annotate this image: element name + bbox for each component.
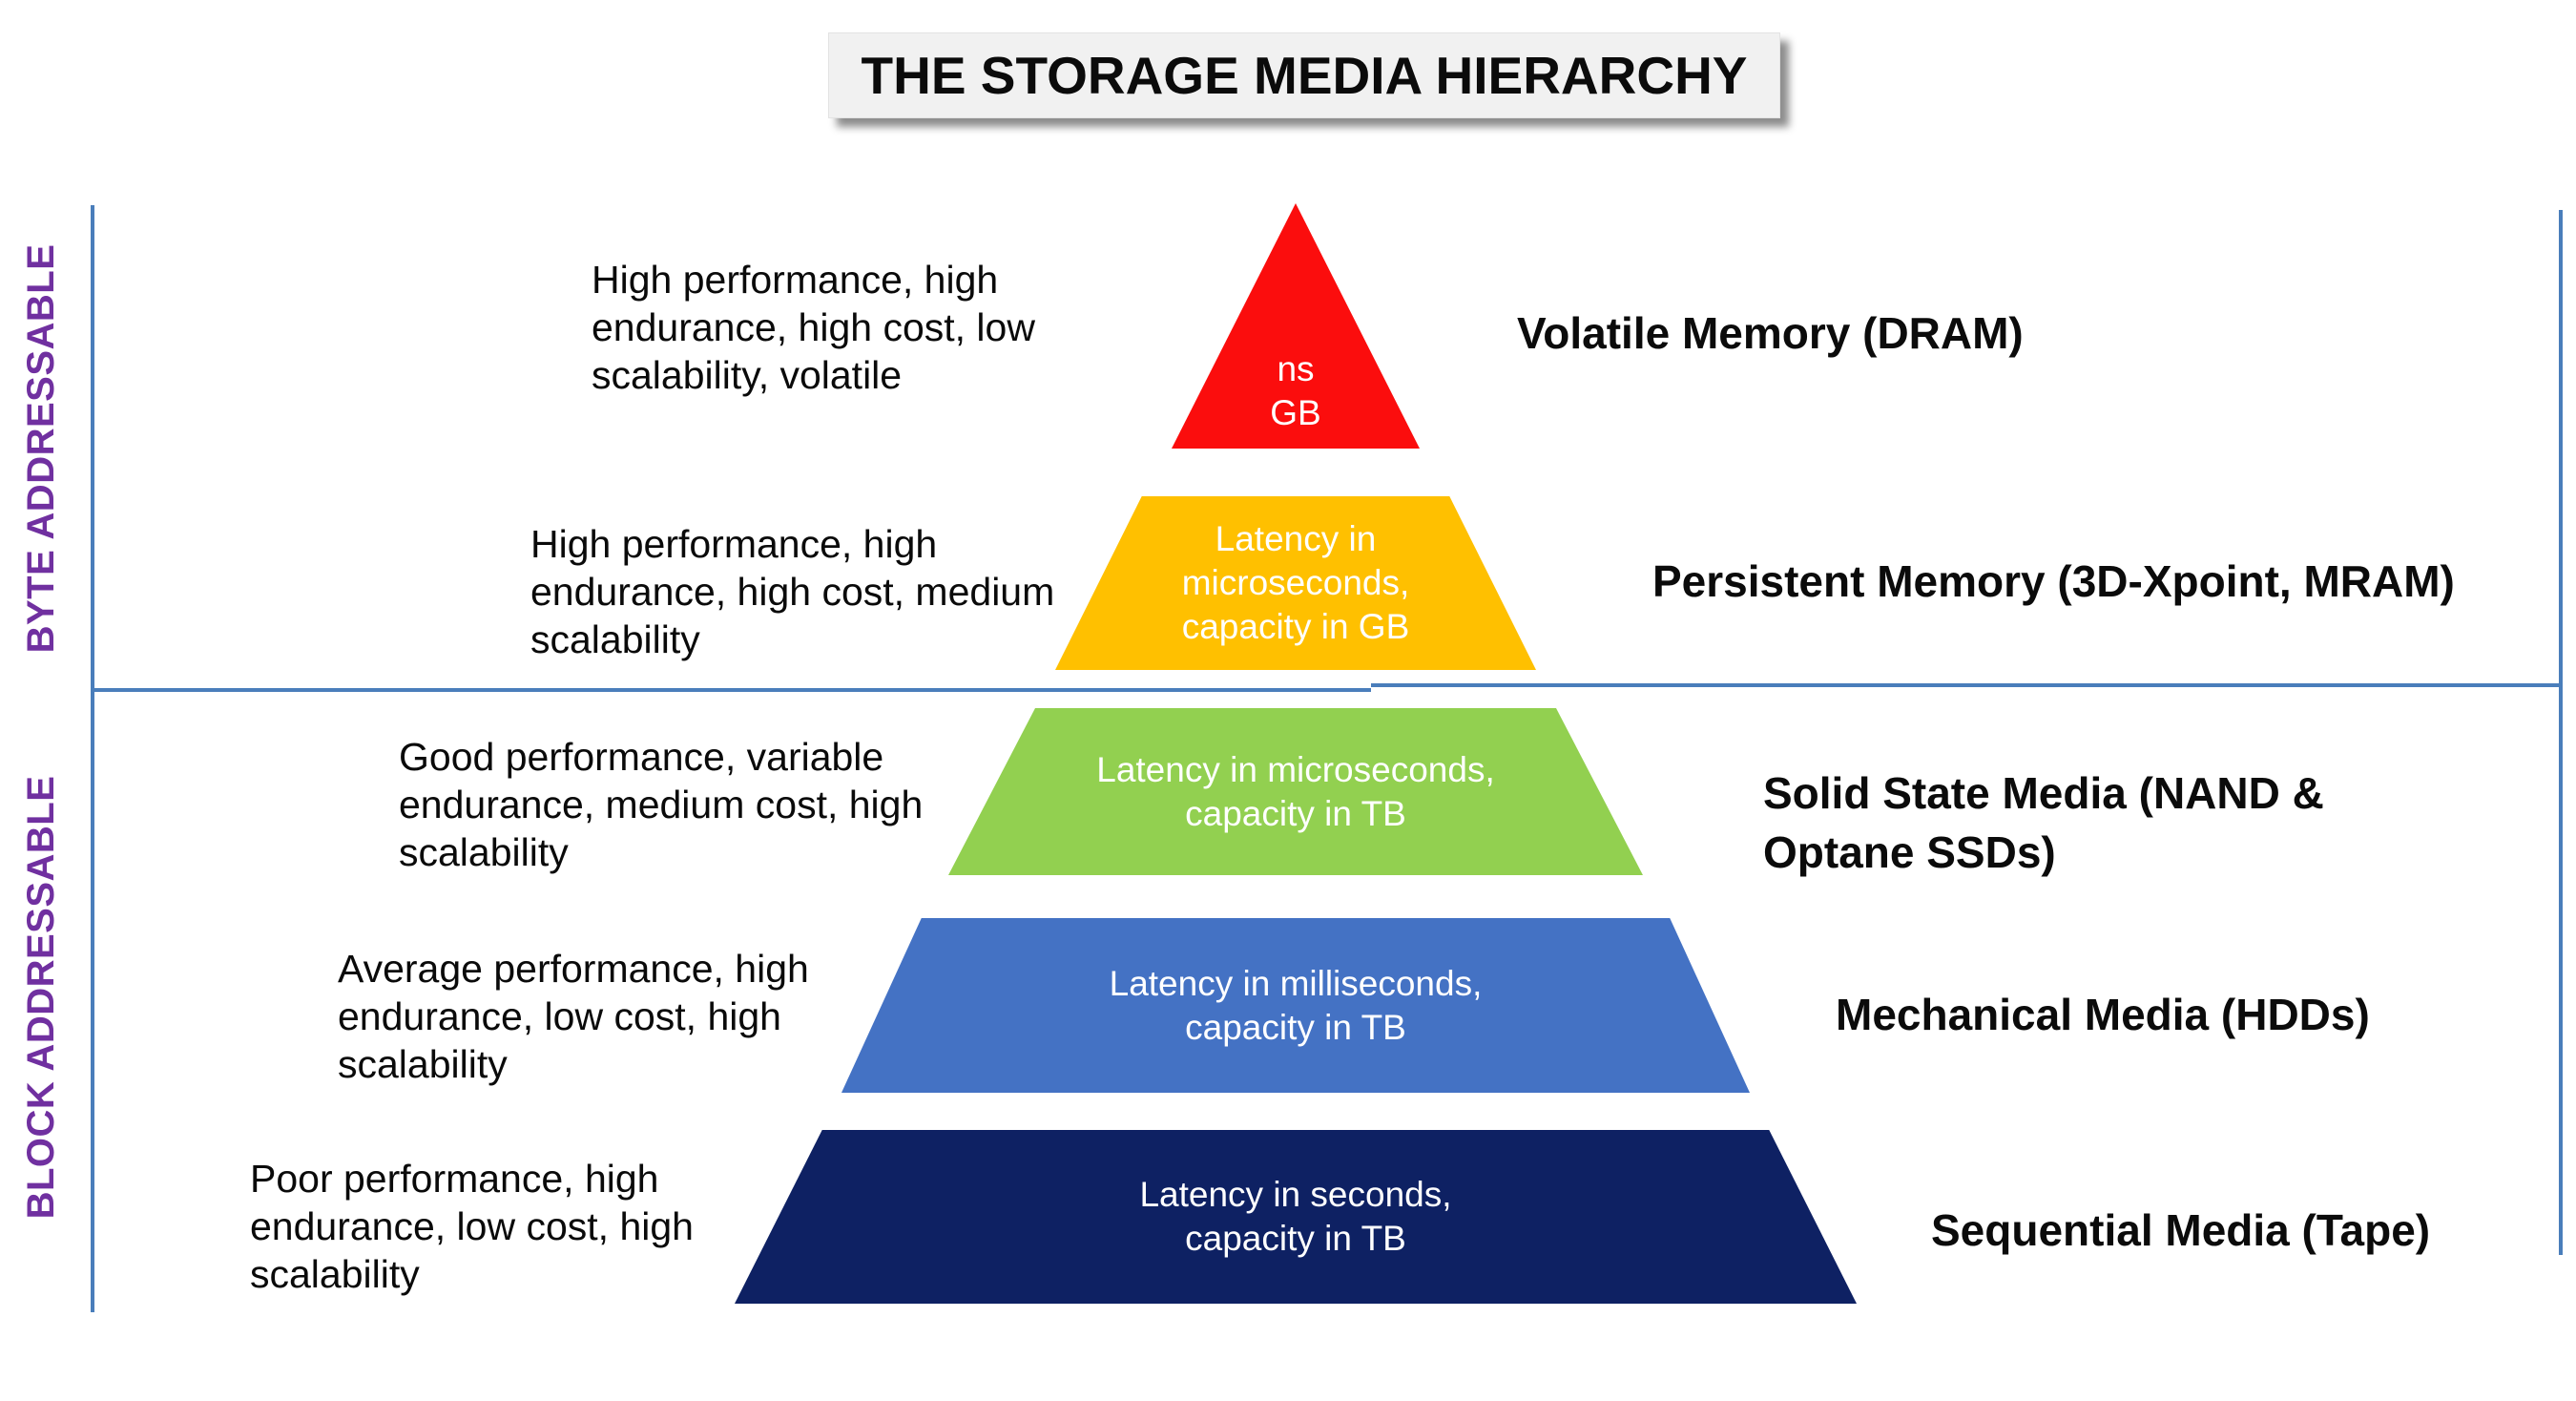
description-line: High performance, high — [592, 258, 999, 302]
shape-text-line: Latency in — [1215, 519, 1377, 558]
shape-text-line: capacity in TB — [1185, 1219, 1406, 1258]
description-line: scalability — [399, 830, 569, 874]
description-line: endurance, low cost, high — [338, 994, 781, 1038]
shape-text-line: GB — [1270, 393, 1321, 432]
persistent-memory-description: High performance, high endurance, high c… — [530, 520, 1054, 663]
pyramid-level-solid-state: Latency in microseconds, capacity in TB — [948, 708, 1643, 875]
level-name-line: Sequential Media (Tape) — [1931, 1205, 2431, 1255]
shape-text-line: Latency in microseconds, — [1096, 749, 1495, 789]
description-line: High performance, high — [530, 522, 938, 566]
title-box: THE STORAGE MEDIA HIERARCHY — [828, 32, 1780, 118]
shape-text-line: Latency in milliseconds, — [1109, 963, 1483, 1003]
description-line: Poor performance, high — [250, 1157, 659, 1201]
solid-state-description: Good performance, variable endurance, me… — [399, 733, 923, 876]
description-line: Average performance, high — [338, 947, 809, 991]
dram-level-name: Volatile Memory (DRAM) — [1517, 303, 2024, 363]
level-name-line: Optane SSDs) — [1763, 827, 2056, 877]
pyramid-level-sequential: Latency in seconds, capacity in TB — [735, 1130, 1857, 1304]
description-line: endurance, low cost, high — [250, 1204, 694, 1248]
byte-block-divider-line-left — [93, 688, 1371, 692]
description-line: endurance, high cost, medium — [530, 570, 1055, 614]
dram-description: High performance, high endurance, high c… — [592, 256, 1035, 399]
mechanical-level-name: Mechanical Media (HDDs) — [1836, 985, 2370, 1044]
block-addressable-label: BLOCK ADDRESSABLE — [20, 775, 62, 1220]
mechanical-description: Average performance, high endurance, low… — [338, 945, 809, 1088]
page-title: THE STORAGE MEDIA HIERARCHY — [861, 46, 1748, 105]
shape-text-line: capacity in TB — [1185, 793, 1406, 833]
persistent-memory-level-name: Persistent Memory (3D-Xpoint, MRAM) — [1652, 552, 2455, 611]
description-line: scalability — [250, 1252, 420, 1296]
description-line: endurance, high cost, low — [592, 305, 1035, 349]
shape-text-line: ns — [1277, 349, 1315, 388]
solid-state-level-name: Solid State Media (NAND & Optane SSDs) — [1763, 763, 2324, 882]
byte-addressable-label: BYTE ADDRESSABLE — [20, 243, 62, 654]
pyramid-level-dram-triangle: ns GB — [1172, 203, 1420, 449]
shape-text-line: microseconds, — [1181, 563, 1410, 602]
shape-text-line: capacity in TB — [1185, 1007, 1406, 1047]
pyramid-level-mechanical: Latency in milliseconds, capacity in TB — [841, 918, 1750, 1093]
description-line: Good performance, variable — [399, 735, 884, 779]
level-name-line: Mechanical Media (HDDs) — [1836, 990, 2370, 1039]
description-line: scalability, volatile — [592, 353, 903, 397]
description-line: endurance, medium cost, high — [399, 783, 924, 826]
level-name-line: Persistent Memory (3D-Xpoint, MRAM) — [1652, 556, 2455, 606]
level-name-line: Solid State Media (NAND & — [1763, 768, 2324, 818]
sequential-description: Poor performance, high endurance, low co… — [250, 1155, 694, 1298]
left-axis-line — [91, 205, 94, 1312]
description-line: scalability — [338, 1042, 508, 1086]
sequential-level-name: Sequential Media (Tape) — [1931, 1201, 2430, 1260]
right-axis-line — [2559, 210, 2563, 1255]
shape-text-line: capacity in GB — [1181, 607, 1410, 646]
byte-block-divider-line-right — [1371, 683, 2561, 687]
description-line: scalability — [530, 617, 700, 661]
shape-text-line: Latency in seconds, — [1139, 1175, 1452, 1214]
pyramid-level-persistent-memory: Latency in microseconds, capacity in GB — [1055, 496, 1536, 670]
level-name-line: Volatile Memory (DRAM) — [1517, 308, 2024, 358]
